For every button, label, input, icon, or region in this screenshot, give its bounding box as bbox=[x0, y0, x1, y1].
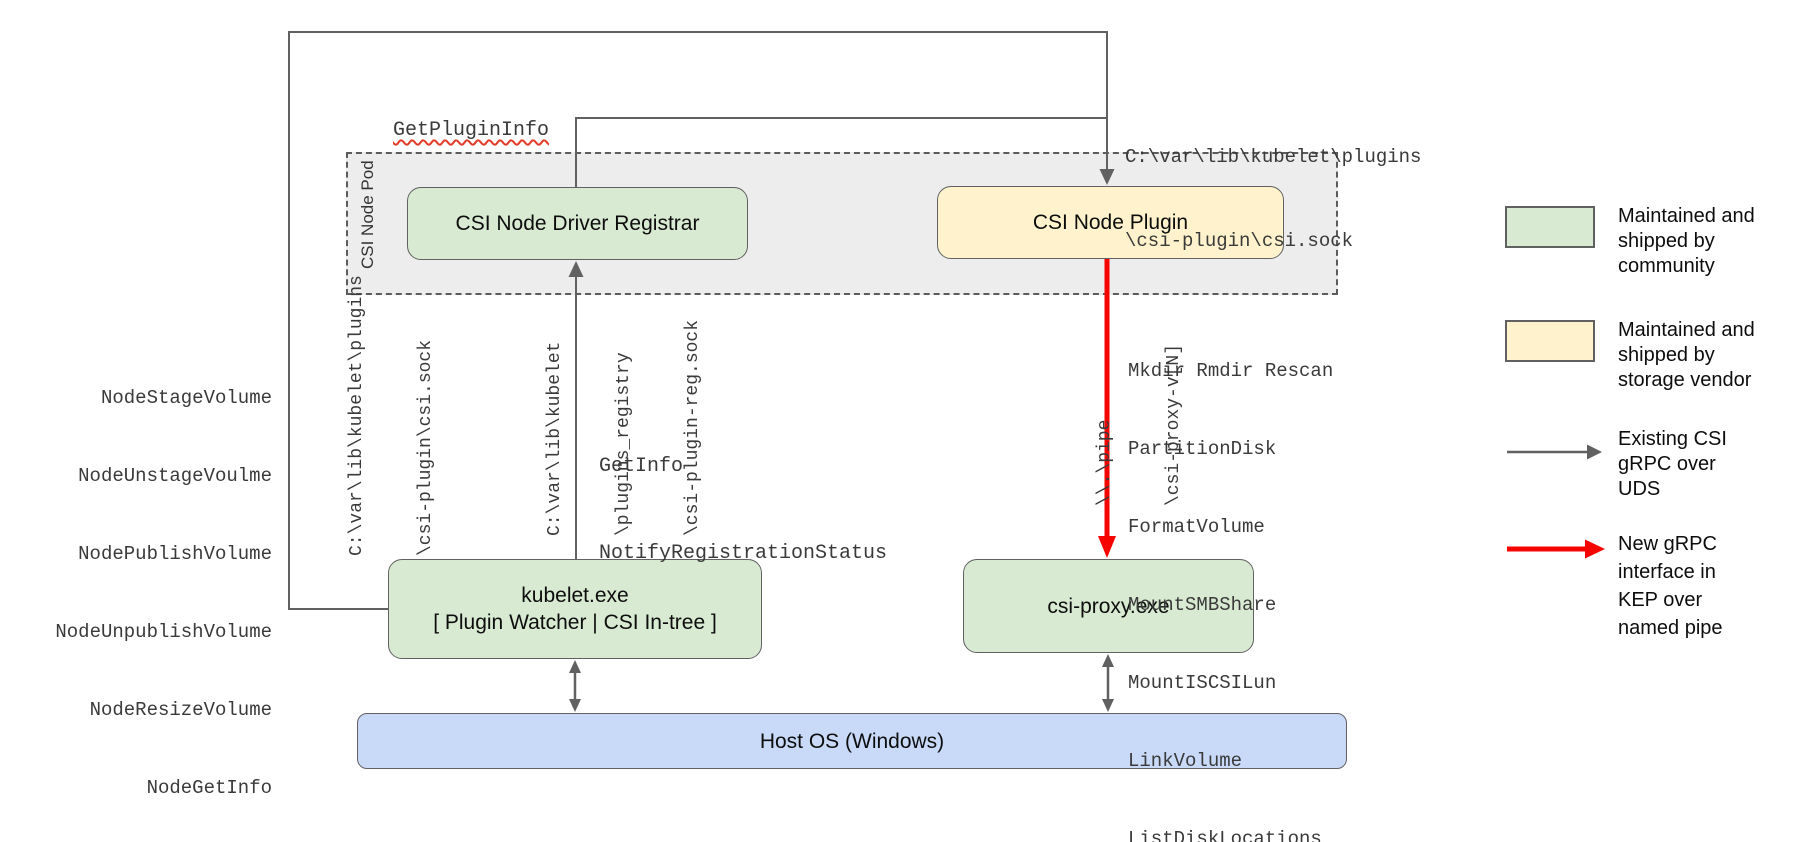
csi-node-plugin-box: CSI Node Plugin bbox=[937, 186, 1284, 259]
registry-sock-line3: \csi-plugin-reg.sock bbox=[683, 319, 703, 536]
registration-calls-label: GetInfo NotifyRegistrationStatus bbox=[599, 394, 887, 626]
csi-node-pod-label: CSI Node Pod bbox=[358, 160, 377, 269]
csi-node-driver-registrar-box: CSI Node Driver Registrar bbox=[407, 187, 748, 260]
arrowhead-into-registrar bbox=[568, 261, 584, 277]
proxy-method: ListDiskLocations bbox=[1128, 828, 1322, 842]
node-method: NodeUnstageVoulme bbox=[78, 465, 272, 487]
proxy-method: FormatVolume bbox=[1128, 516, 1265, 538]
registry-sock-line1: C:\var\lib\kubelet bbox=[545, 341, 565, 536]
legend-new-grpc-red-arrow bbox=[1507, 539, 1605, 559]
csi-sock-v-line2: \csi-plugin\csi.sock bbox=[416, 339, 436, 556]
kubelet-hostos-double-arrow bbox=[569, 660, 581, 712]
legend-vendor-label: Maintained and shipped by storage vendor bbox=[1618, 319, 1755, 391]
registry-sock-path-label: C:\var\lib\kubelet \plugins_registry \cs… bbox=[498, 320, 751, 536]
csi-sock-path-line1: C:\var\lib\kubelet\plugins bbox=[1125, 146, 1422, 168]
csi-sock-path-label-vertical: C:\var\lib\kubelet\plugins \csi-plugin\c… bbox=[300, 275, 484, 556]
node-method: NodeGetInfo bbox=[146, 777, 272, 799]
csi-proxy-box: csi-proxy.exe bbox=[963, 559, 1254, 653]
legend-existing-grpc-arrow bbox=[1507, 444, 1602, 460]
registry-sock-line2: \plugins_registry bbox=[614, 352, 634, 536]
legend-new-grpc-label: New gRPC interface in KEP over named pip… bbox=[1618, 533, 1723, 639]
proxy-methods-list: Mkdir Rmdir Rescan PartitionDisk FormatV… bbox=[1128, 306, 1333, 842]
node-method: NodeResizeVolume bbox=[89, 699, 272, 721]
host-os-label: Host OS (Windows) bbox=[759, 729, 945, 753]
csi-sock-path-label-top: C:\var\lib\kubelet\plugins \csi-plugin\c… bbox=[1125, 87, 1421, 311]
red-arrowhead-into-csiproxy bbox=[1098, 536, 1116, 558]
pipe-line1: \\.\pipe bbox=[1095, 419, 1115, 506]
plugin-label: CSI Node Plugin bbox=[1032, 211, 1189, 234]
named-pipe-path-label: \\.\pipe \csi-proxy-v[N] bbox=[1048, 344, 1232, 506]
csi-sock-path-line2: \csi-plugin\csi.sock bbox=[1125, 230, 1354, 252]
node-method: NodeStageVolume bbox=[100, 387, 272, 409]
proxy-method: MountSMBShare bbox=[1128, 594, 1277, 616]
pipe-line2: \csi-proxy-v[N] bbox=[1164, 343, 1184, 506]
kubelet-label-line2: [ Plugin Watcher | CSI In-tree ] bbox=[433, 611, 717, 634]
node-method: NodePublishVolume bbox=[78, 543, 272, 565]
node-methods-list: NodeStageVolume NodeUnstageVoulme NodePu… bbox=[32, 333, 272, 842]
getplugininfo-label: GetPluginInfo bbox=[393, 119, 550, 142]
kubelet-to-registrar-arrow bbox=[568, 261, 584, 559]
getinfo-label: GetInfo bbox=[599, 455, 684, 478]
kubelet-box: kubelet.exe [ Plugin Watcher | CSI In-tr… bbox=[388, 559, 762, 659]
proxy-method: PartitionDisk bbox=[1128, 438, 1277, 460]
plugin-to-csiproxy-red-arrow bbox=[1098, 259, 1116, 558]
legend-existing-grpc-label: Existing CSI gRPC over UDS bbox=[1618, 428, 1727, 500]
legend-community-label: Maintained and shipped by community bbox=[1618, 205, 1755, 277]
proxy-method: LinkVolume bbox=[1128, 750, 1243, 772]
notifyregistrationstatus-label: NotifyRegistrationStatus bbox=[599, 542, 888, 565]
proxy-method: MountISCSILun bbox=[1128, 672, 1277, 694]
registrar-getplugininfo-connector bbox=[575, 117, 1107, 187]
csi-proxy-label: csi-proxy.exe bbox=[1047, 594, 1170, 618]
node-method: NodeUnpublishVolume bbox=[55, 621, 272, 643]
csiproxy-hostos-double-arrow bbox=[1102, 654, 1114, 712]
kubelet-label-line1: kubelet.exe bbox=[521, 584, 629, 607]
proxy-method: Mkdir Rmdir Rescan bbox=[1128, 360, 1334, 382]
registrar-label: CSI Node Driver Registrar bbox=[455, 212, 700, 235]
legend-community-swatch bbox=[1505, 206, 1595, 248]
csi-sock-v-line1: C:\var\lib\kubelet\plugins bbox=[347, 275, 367, 556]
legend-vendor-swatch bbox=[1505, 320, 1595, 362]
kubelet-to-plugin-connector bbox=[288, 31, 1115, 610]
host-os-box: Host OS (Windows) bbox=[357, 713, 1347, 769]
arrowhead-into-plugin bbox=[1099, 169, 1115, 185]
